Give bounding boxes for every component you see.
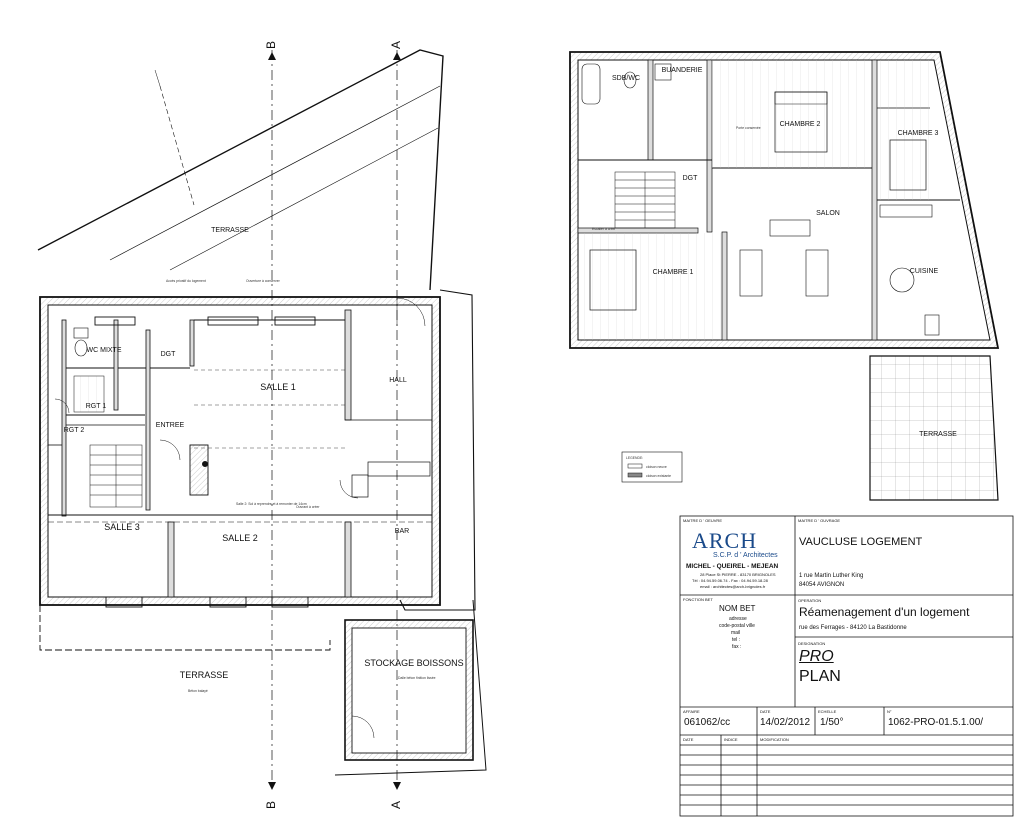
section-mark-a-bottom: A <box>389 801 403 809</box>
room-label: BUANDERIE <box>662 67 703 74</box>
room-label: WC MIXTE <box>87 347 122 354</box>
bet-label: FONCTION BET <box>683 597 713 602</box>
upper-floor-plan <box>569 51 1000 501</box>
echelle-value: 1/50° <box>820 717 844 728</box>
note: Accès privatif du logement <box>166 279 206 283</box>
section-lines <box>271 50 398 790</box>
arch-address: 28 Place St PIERRE - 83170 BRIGNOLES <box>700 572 776 577</box>
bet-line: code-postal ville <box>719 623 755 629</box>
client-address-1: 1 rue Martin Luther King <box>799 573 864 579</box>
note: Porte conservée <box>736 126 761 130</box>
bet-line: mail <box>731 630 741 636</box>
date-label: DATE <box>760 709 771 714</box>
bet-line: tel : <box>732 637 741 643</box>
rev-header-modification: MODIFICATION <box>760 737 789 742</box>
title-block <box>679 515 1014 817</box>
operation-address: rue des Ferrages - 84120 La Bastidonne <box>799 625 907 631</box>
legend-title: LEGENDE: <box>626 456 643 460</box>
legend-box <box>621 451 683 483</box>
legend-item: cloison neuve <box>646 465 667 469</box>
legend-item: cloison existante <box>646 474 671 478</box>
bet-name: NOM BET <box>719 604 756 613</box>
rev-header-indice: INDICE <box>724 737 738 742</box>
room-label: SALLE 1 <box>260 382 296 392</box>
moa-label: MAITRE D ' OEUVRE <box>683 518 722 523</box>
note: Escalier à créer <box>592 227 616 231</box>
arch-tel: Tél : 04.94.59.06.74 - Fax : 04.94.59.18… <box>692 578 768 583</box>
room-label: CUISINE <box>910 268 939 275</box>
mo-label: MAITRE D ' OUVRAGE <box>798 518 841 523</box>
room-label: DGT <box>683 175 699 182</box>
designation-1: PRO <box>799 648 834 665</box>
date-value: 14/02/2012 <box>760 717 811 728</box>
room-label: TERRASSE <box>211 227 249 234</box>
arch-email: email : architectes@arch-brignoles.fr <box>700 584 766 589</box>
room-label: STOCKAGE BOISSONS <box>364 658 463 668</box>
room-labels: TERRASSE WC MIXTE DGT SALLE 1 HALL RGT 1… <box>64 67 957 680</box>
room-label: RGT 2 <box>64 427 85 434</box>
room-label: CHAMBRE 3 <box>898 130 939 137</box>
room-label: CHAMBRE 2 <box>780 121 821 128</box>
room-label: CHAMBRE 1 <box>653 269 694 276</box>
designation-2: PLAN <box>799 668 841 685</box>
room-label: HALL <box>389 377 407 384</box>
room-label: SDB/WC <box>612 75 640 82</box>
ground-floor-plan <box>37 49 487 776</box>
room-label: TERRASSE <box>919 431 957 438</box>
operation-label: OPERATION <box>798 598 822 603</box>
note: Ouverture à conserver <box>246 279 281 283</box>
room-label: RGT 1 <box>86 403 107 410</box>
affaire-label: AFFAIRE <box>683 709 700 714</box>
room-label: DGT <box>161 351 177 358</box>
room-label: SALLE 3 <box>104 522 140 532</box>
note: Béton balayé <box>188 689 208 693</box>
room-label: SALON <box>816 210 840 217</box>
room-label: ENTREE <box>156 422 185 429</box>
bet-line: fax : <box>732 644 742 650</box>
note: Dalle béton finition lissée <box>398 676 436 680</box>
number-label: N° <box>887 709 892 714</box>
client-name: VAUCLUSE LOGEMENT <box>799 536 923 548</box>
plan-notes: Accès privatif du logement Salle 2: Sol … <box>166 126 761 693</box>
room-label: SALLE 2 <box>222 533 258 543</box>
section-mark-b-bottom: B <box>264 801 278 809</box>
arch-names: MICHEL - QUEIREL - MEJEAN <box>686 563 779 570</box>
rev-header-date: DATE <box>683 737 694 742</box>
client-address-2: 84054 AVIGNON <box>799 582 845 588</box>
arch-subtitle: S.C.P. d ' Architectes <box>713 552 778 559</box>
section-mark-a-top: A <box>389 41 403 49</box>
room-label: TERRASSE <box>180 670 229 680</box>
section-mark-b-top: B <box>264 41 278 49</box>
number-value: 1062-PRO-01.5.1.00/ <box>888 717 984 728</box>
affaire-value: 061062/cc <box>684 717 731 728</box>
designation-label: DESIGNATION <box>798 641 826 646</box>
echelle-label: ECHELLE <box>818 709 837 714</box>
bet-line: adresse <box>729 616 747 622</box>
operation-title: Réamenagement d'un logement <box>799 605 970 619</box>
note: Salle 2: Sol à reprendre et à remonter d… <box>236 502 307 506</box>
arch-logo: ARCH <box>692 528 758 553</box>
room-label: BAR <box>395 528 409 535</box>
section-markers <box>268 52 401 790</box>
note: Ouvrant à créer <box>296 505 320 509</box>
